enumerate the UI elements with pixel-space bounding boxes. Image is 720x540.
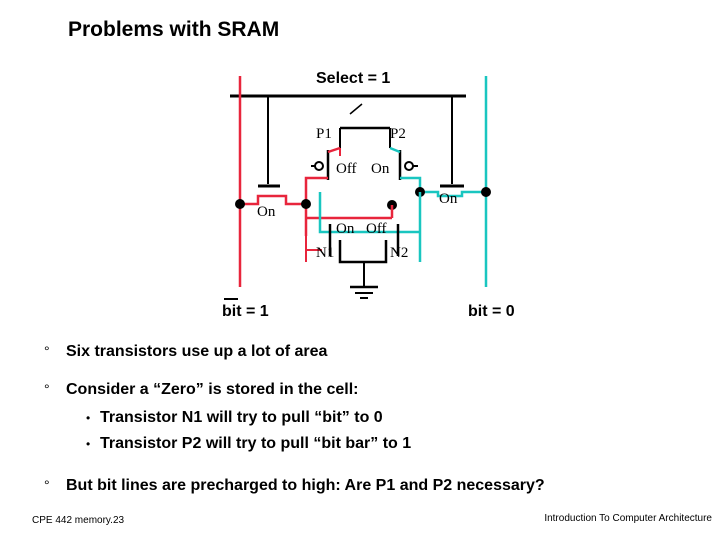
sub-bullet-item: • Transistor N1 will try to pull “bit” to… bbox=[86, 409, 383, 427]
footer-right: Introduction To Computer Architecture bbox=[544, 513, 712, 524]
bullet-text: Six transistors use up a lot of area bbox=[66, 343, 328, 360]
p2-label: P2 bbox=[390, 126, 406, 142]
bit-left-label: bit = 1 bbox=[222, 303, 269, 320]
p2-state: On bbox=[371, 161, 390, 177]
bullet-item: ° Consider a “Zero” is stored in the cell… bbox=[44, 381, 359, 399]
bullet-item: ° Six transistors use up a lot of area bbox=[44, 343, 327, 361]
bit-right-label: bit = 0 bbox=[468, 303, 515, 320]
sub-bullet-item: • Transistor P2 will try to pull “bit bar… bbox=[86, 435, 411, 453]
n2-state: Off bbox=[366, 221, 387, 237]
left-access-state: On bbox=[257, 204, 276, 220]
n1-label: N1 bbox=[316, 245, 335, 261]
n1-state: On bbox=[336, 221, 355, 237]
bullet-item: ° But bit lines are precharged to high: A… bbox=[44, 477, 545, 495]
right-bitline-node bbox=[481, 187, 491, 197]
vdd-stub bbox=[349, 103, 363, 115]
p1-label: P1 bbox=[316, 126, 332, 142]
bullet-text: But bit lines are precharged to high: Ar… bbox=[66, 477, 545, 494]
footer-left: CPE 442 memory.23 bbox=[32, 515, 125, 526]
sub-bullet-marker: • bbox=[86, 437, 91, 451]
cross-couple-cyan bbox=[318, 192, 420, 234]
bullet-marker: ° bbox=[44, 343, 50, 359]
right-access-state: On bbox=[439, 191, 458, 207]
n2-label: N2 bbox=[390, 245, 409, 261]
p2-gate-bubble bbox=[404, 161, 414, 171]
left-storage-node bbox=[301, 199, 311, 209]
p1-gate-bubble bbox=[314, 161, 324, 171]
page-title: Problems with SRAM bbox=[68, 18, 280, 41]
bullet-marker: ° bbox=[44, 381, 50, 397]
left-access-channel bbox=[240, 194, 306, 206]
bullet-text: Consider a “Zero” is stored in the cell: bbox=[66, 381, 359, 398]
ground-icon bbox=[350, 285, 378, 299]
p1-state: Off bbox=[336, 161, 357, 177]
left-bitline-node bbox=[235, 199, 245, 209]
sub-bullet-marker: • bbox=[86, 411, 91, 425]
right-access-channel bbox=[420, 190, 486, 198]
sub-bullet-text: Transistor N1 will try to pull “bit” to … bbox=[100, 409, 383, 426]
sub-bullet-text: Transistor P2 will try to pull “bit bar”… bbox=[100, 435, 412, 452]
bullet-marker: ° bbox=[44, 477, 50, 493]
select-label: Select = 1 bbox=[316, 70, 391, 87]
